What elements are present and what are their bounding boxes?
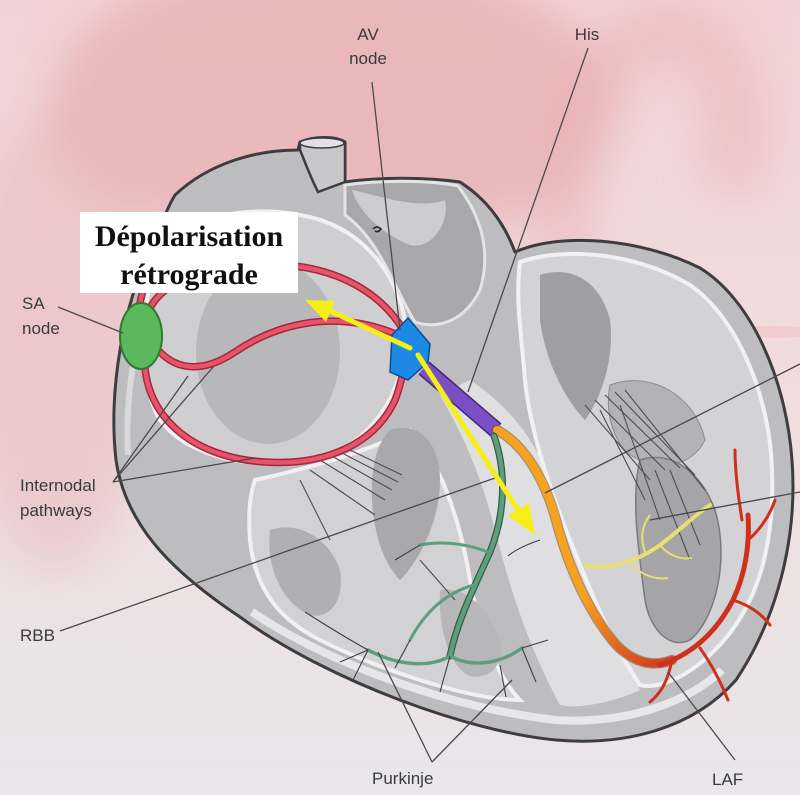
rbb-branch	[366, 648, 452, 666]
chorda-line	[669, 469, 701, 546]
chorda-line	[619, 404, 661, 521]
posterior-fascicle	[583, 503, 712, 580]
title-line-2: rétrograde	[120, 258, 258, 291]
rbb-main	[447, 433, 505, 659]
purkinje-fiber	[351, 649, 369, 683]
purkinje-fiber	[507, 539, 541, 557]
aortic-opening	[352, 190, 446, 246]
small-mark	[372, 226, 382, 233]
sa-node	[119, 302, 163, 370]
purkinje-fiber	[394, 639, 411, 669]
interventricular-septum	[440, 380, 640, 707]
rbb-branch	[448, 646, 524, 665]
internodal-pathways-label-line2: pathways	[20, 501, 92, 520]
fossa-ovalis	[196, 260, 340, 444]
purkinje-label: Purkinje	[372, 769, 433, 788]
papillary-muscle-anterior	[371, 427, 440, 580]
internodal-leader-3	[112, 457, 256, 483]
vessel-opening	[299, 137, 345, 149]
internodal-leader-2	[112, 365, 215, 483]
chordae-tendineae	[299, 389, 706, 601]
right-bundle-branch	[366, 432, 524, 666]
chorda-line	[599, 409, 646, 501]
posterior-fascicle-main	[583, 503, 712, 569]
rbb-branch	[408, 583, 476, 642]
his-leader	[467, 47, 589, 393]
retrograde-arrow-atrial-shaft	[327, 308, 413, 351]
laf-branch	[648, 658, 674, 704]
chorda-line	[419, 559, 456, 601]
laf-leader	[667, 671, 736, 761]
sa-node-label-line1: SA	[22, 294, 45, 313]
purkinje-fiber	[521, 647, 537, 683]
left-bundle-branch	[493, 426, 676, 668]
posterior-fascicle-branch	[659, 544, 693, 560]
chorda-line	[604, 394, 681, 469]
papillary-muscle-lower	[634, 456, 722, 644]
retrograde-arrows	[305, 300, 535, 535]
chorda-line	[339, 451, 399, 483]
chorda-line	[299, 479, 331, 541]
av-node-label-line1: AV	[357, 25, 379, 44]
title-box: Dépolarisation rétrograde	[80, 212, 298, 293]
mitral-valve-leaflet	[540, 272, 611, 420]
title-line-1: Dépolarisation	[94, 220, 284, 253]
chorda-line	[654, 469, 691, 561]
heart	[112, 136, 795, 743]
laf-branch	[733, 448, 744, 522]
internodal-leader-1	[112, 375, 189, 483]
laf-fibers	[648, 448, 777, 704]
rbb-branch	[418, 541, 490, 554]
sa-node-leader	[57, 306, 124, 334]
purkinje-fiber	[339, 649, 369, 663]
retrograde-arrow-atrial-head	[305, 300, 335, 322]
papillary-muscle-upper	[607, 380, 706, 466]
posterior-fascicle-branch	[641, 514, 651, 553]
papillary-muscle-posterior	[439, 589, 501, 677]
chorda-line	[624, 389, 706, 491]
purkinje-fiber	[499, 664, 507, 698]
laf-branch	[698, 646, 730, 702]
labels: AV node His SA node Internodal pathways …	[20, 25, 743, 789]
papillary-muscle-septal	[269, 527, 341, 616]
laf-branch	[731, 598, 772, 627]
purkinje-fibers	[304, 539, 549, 698]
av-node-leader	[371, 81, 401, 331]
his-label: His	[575, 25, 600, 44]
purkinje-fiber	[521, 639, 549, 649]
offscreen-leader-1	[544, 363, 800, 494]
rbb-label: RBB	[20, 626, 55, 645]
chorda-line	[584, 404, 651, 481]
purkinje-fiber	[439, 655, 451, 693]
chorda-line	[329, 454, 393, 491]
laf-branch	[746, 498, 777, 542]
purkinje-leader-2	[431, 679, 513, 763]
purkinje-leader-1	[377, 651, 433, 763]
offscreen-leader-2	[649, 491, 800, 521]
internodal-pathway-middle	[155, 318, 401, 369]
purkinje-fiber	[394, 544, 421, 561]
chorda-line	[349, 449, 403, 476]
chorda-line	[319, 459, 386, 501]
retrograde-arrow-ventricular-head	[508, 503, 535, 535]
purkinje-fiber	[304, 611, 369, 651]
rbb-leader	[59, 477, 496, 632]
posterior-fascicle-branch	[629, 561, 669, 580]
inner-wall-bottom	[249, 608, 725, 725]
leader-lines	[57, 47, 800, 763]
av-node-label-line2: node	[349, 49, 387, 68]
laf-label: LAF	[712, 770, 743, 789]
retrograde-arrow-ventricular-shaft	[415, 352, 521, 513]
sa-node-label-line2: node	[22, 319, 60, 338]
internodal-pathways-label-line1: Internodal	[20, 476, 96, 495]
chorda-line	[309, 469, 376, 516]
internodal-pathway-posterior	[142, 365, 407, 465]
